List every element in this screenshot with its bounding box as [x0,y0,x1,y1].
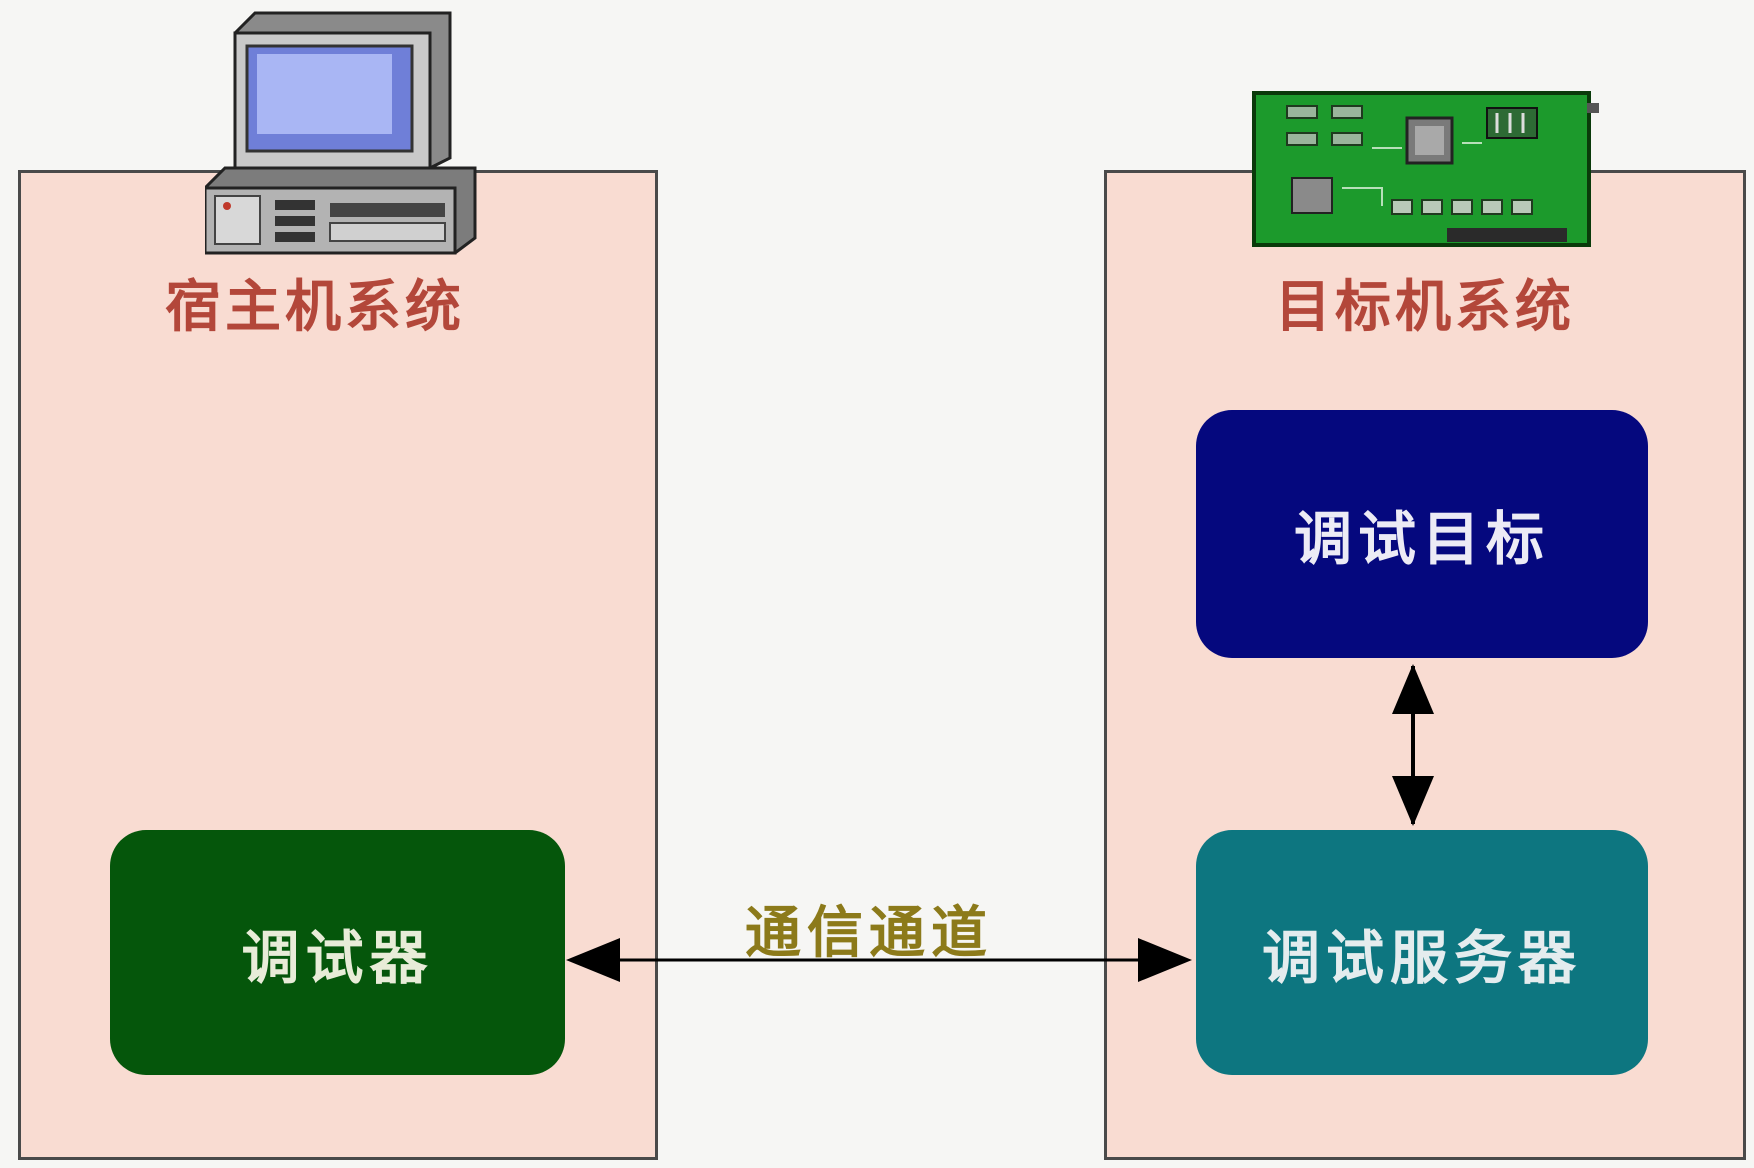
target-server-arrowhead-top [1392,664,1434,714]
desktop-computer-icon [205,11,477,255]
channel-arrowhead-left [566,938,620,982]
debug-target-label: 调试目标 [1293,505,1550,573]
debug-server-block: 调试服务器 [1196,830,1648,1075]
target-server-arrowhead-bottom [1392,776,1434,826]
debug-server-label: 调试服务器 [1261,923,1582,992]
debug-target-block: 调试目标 [1196,410,1648,658]
target-system-title: 目标机系统 [1275,275,1575,340]
debugger-block: 调试器 [110,830,565,1075]
circuit-board-icon [1252,91,1599,247]
host-system-title: 宿主机系统 [165,275,465,340]
debugger-label: 调试器 [241,923,434,992]
channel-arrowhead-right [1138,938,1192,982]
communication-channel-label: 通信通道 [745,901,993,966]
